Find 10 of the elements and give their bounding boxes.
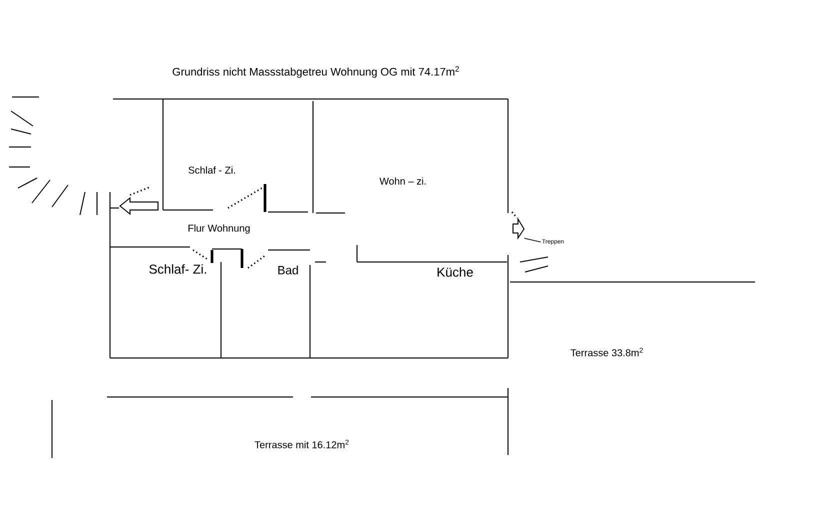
title: Grundriss nicht Massstabgetreu Wohnung OG mit 74.17m$^{2}$ xyxy=(172,66,459,78)
area-label: Terrasse mit 16.12m$^{2}$ xyxy=(254,440,349,448)
leader-line xyxy=(524,238,542,242)
room-label: Wohn – zi. xyxy=(380,177,426,185)
room-label: Bad xyxy=(278,266,298,274)
area-label: Terrasse 33.8m$^{2}$ xyxy=(570,348,643,356)
room-label: Flur Wohnung xyxy=(188,224,250,234)
room-label: Küche xyxy=(438,267,473,277)
room-label: Schlaf - Zi. xyxy=(188,166,235,174)
room-label: Schlaf- Zi. xyxy=(149,264,206,274)
